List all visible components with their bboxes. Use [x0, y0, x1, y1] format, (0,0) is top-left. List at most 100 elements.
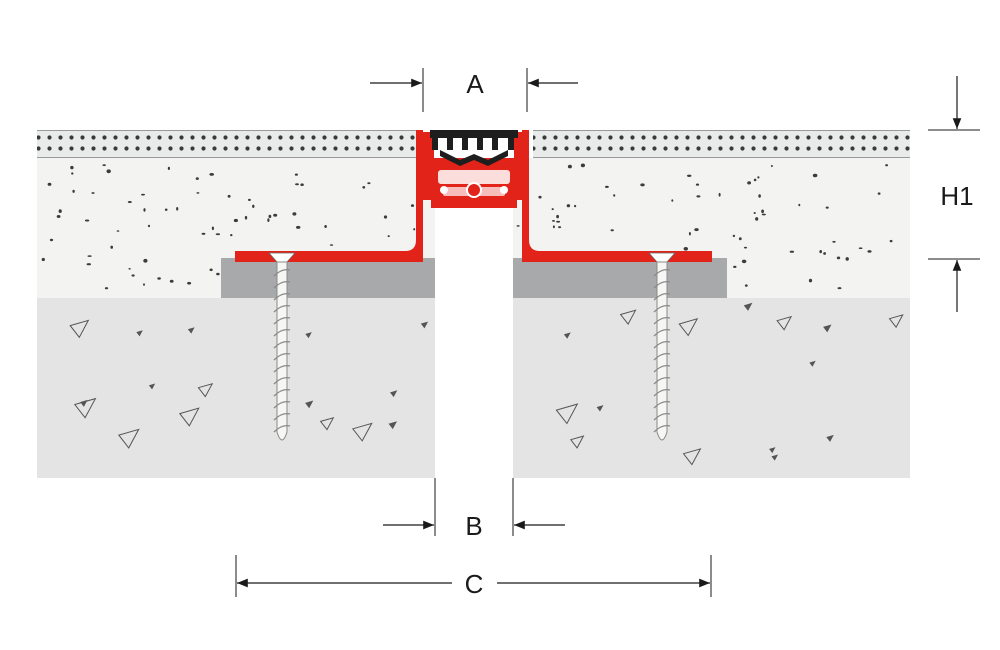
- aggregate-speck: [516, 225, 520, 227]
- aggregate-speck: [41, 257, 45, 262]
- aggregate-speck: [131, 274, 135, 277]
- aggregate-speck: [889, 239, 893, 243]
- aggregate-speck: [215, 233, 221, 236]
- dimension-b: B: [383, 478, 565, 541]
- aggregate-stone: [351, 422, 373, 442]
- aggregate-stone: [187, 327, 195, 334]
- aggregate-speck: [538, 195, 542, 199]
- aggregate-speck: [128, 268, 131, 270]
- aggregate-speck: [268, 214, 272, 219]
- aggregate-speck: [273, 213, 278, 217]
- aggregate-speck: [248, 198, 251, 201]
- aggregate-speck: [558, 226, 562, 229]
- aggregate-speck: [106, 169, 111, 174]
- aggregate-stone: [809, 360, 816, 367]
- aggregate-stone: [73, 397, 97, 419]
- aggregate-speck: [552, 225, 555, 229]
- aggregate-speck: [556, 220, 561, 223]
- dimension-a: A: [370, 68, 578, 112]
- aggregate-speck: [216, 272, 220, 276]
- aggregate-speck: [296, 225, 301, 229]
- aggregate-speck: [574, 204, 577, 208]
- aggregate-speck: [195, 177, 199, 180]
- aggregate-speck: [552, 220, 555, 222]
- aggregate-speck: [164, 208, 168, 211]
- aggregate-speck: [747, 181, 751, 185]
- aggregate-stone: [388, 421, 398, 430]
- aggregate-stone: [148, 383, 156, 390]
- aggregate-speck: [718, 192, 721, 197]
- aggregate-stone: [389, 390, 398, 398]
- joint-profile: [235, 130, 712, 262]
- aggregate-stone: [117, 428, 140, 449]
- aggregate-speck: [72, 189, 75, 193]
- aggregate-speck: [383, 215, 388, 219]
- aggregate-speck: [143, 283, 145, 286]
- aggregate-speck: [877, 192, 881, 195]
- aggregate-speck: [169, 279, 174, 283]
- aggregate-speck: [329, 244, 334, 246]
- aggregate-stone: [555, 403, 579, 425]
- aggregate-speck: [362, 186, 366, 189]
- aggregate-speck: [741, 259, 747, 264]
- aggregate-speck: [743, 246, 748, 249]
- aggregate-stone: [69, 319, 90, 339]
- aggregate-speck: [819, 250, 822, 254]
- aggregate-speck: [141, 193, 145, 196]
- aggregate-speck: [733, 265, 737, 268]
- aggregate-speck: [70, 165, 74, 170]
- aggregate-speck: [91, 192, 95, 194]
- dimension-label-h1: H1: [940, 181, 973, 211]
- rubber-insert: [430, 130, 518, 166]
- screw-icon: [648, 252, 676, 441]
- aggregate-speck: [836, 256, 841, 260]
- aggregate-speck: [757, 176, 760, 179]
- aggregate-speck: [230, 234, 233, 237]
- aggregate-speck: [410, 204, 415, 207]
- aggregate-speck: [209, 173, 214, 176]
- bedding-pad-right: [513, 258, 727, 298]
- aggregate-stone: [197, 382, 214, 398]
- aggregate-speck: [695, 183, 700, 186]
- aggregate-speck: [201, 232, 206, 235]
- aggregate-speck: [49, 238, 54, 242]
- aggregate-speck: [832, 240, 836, 243]
- aggregate-speck: [110, 245, 113, 249]
- aggregate-speck: [753, 212, 756, 214]
- bedding-pad-left: [221, 258, 435, 298]
- aggregate-speck: [770, 165, 773, 167]
- aggregate-speck: [825, 206, 829, 209]
- aggregate-speck: [104, 287, 109, 290]
- aggregate-stone: [319, 416, 335, 431]
- aggregate-speck: [167, 166, 170, 170]
- aggregate-speck: [413, 228, 416, 231]
- aggregate-speck: [209, 268, 213, 272]
- screw-icon: [268, 252, 296, 441]
- aggregate-stone: [888, 314, 904, 329]
- aggregate-speck: [84, 219, 90, 222]
- aggregate-speck: [738, 237, 742, 241]
- aggregate-speck: [885, 164, 888, 167]
- tile-layer-left: [37, 130, 416, 158]
- aggregate-speck: [116, 230, 120, 232]
- aggregate-stone: [743, 302, 753, 311]
- aggregate-speck: [823, 252, 826, 255]
- aggregate-stone: [420, 321, 429, 329]
- aggregate-speck: [87, 255, 92, 257]
- aggregate-speck: [58, 209, 62, 214]
- aggregate-speck: [567, 164, 572, 169]
- aggregate-speck: [367, 182, 371, 185]
- aggregate-stone: [823, 324, 832, 333]
- aggregate-stone: [136, 330, 143, 337]
- aggregate-speck: [244, 215, 248, 220]
- aggregate-speck: [744, 284, 748, 287]
- aggregate-speck: [551, 208, 554, 211]
- aggregate-speck: [86, 263, 92, 266]
- aggregate-speck: [640, 183, 645, 187]
- aggregate-speck: [294, 173, 298, 176]
- aggregate-speck: [295, 183, 299, 186]
- aggregate-speck: [696, 195, 701, 198]
- aggregate-stone: [678, 317, 699, 337]
